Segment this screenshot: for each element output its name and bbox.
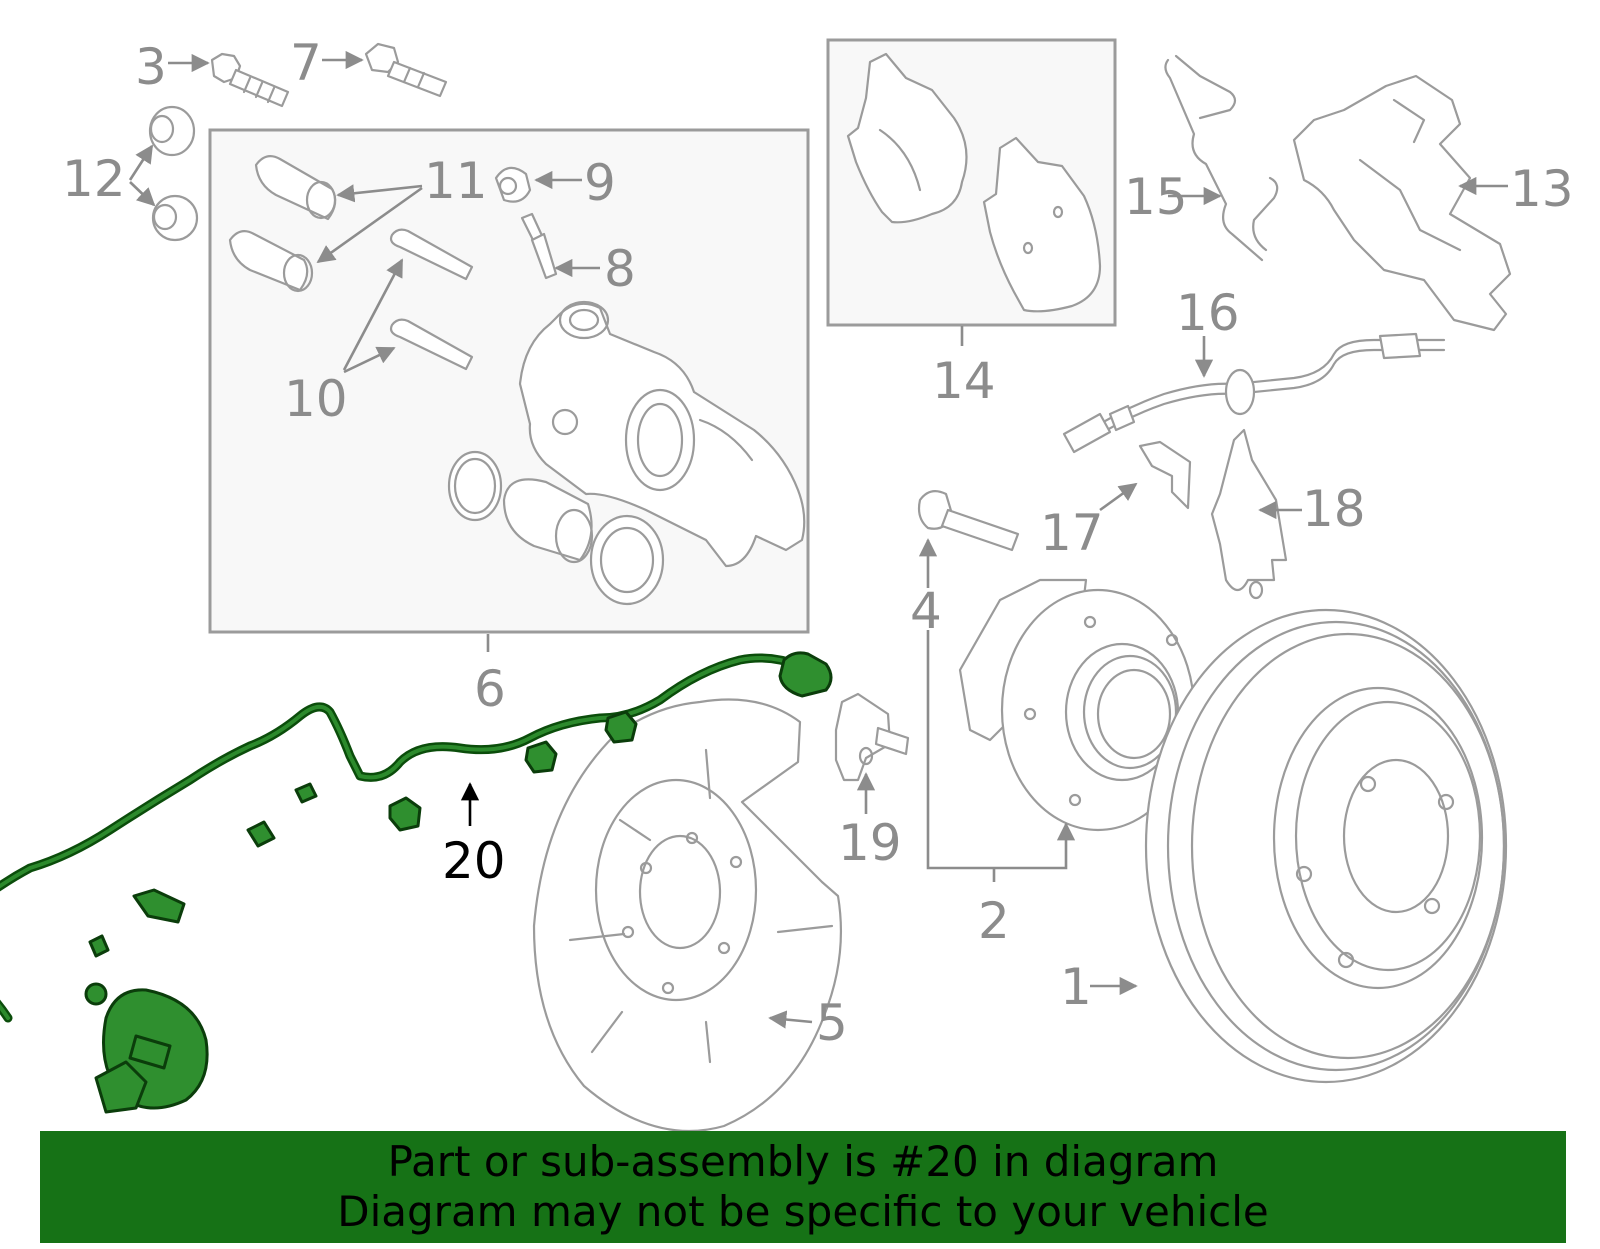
part-13-caliper-bracket	[1292, 74, 1512, 332]
callout-10: 10	[284, 370, 348, 428]
part-18-shield	[1210, 428, 1288, 600]
callout-6: 6	[474, 660, 506, 718]
part-9-cap	[494, 166, 532, 203]
part-17-bracket	[1138, 440, 1192, 510]
banner-part-line: Part or sub-assembly is #20 in diagram	[387, 1137, 1219, 1186]
callout-labels: 3 7 12 11 9 8 10 6 14 15 13 16 17 18 4 1…	[62, 34, 1574, 1052]
callout-1: 1	[1060, 958, 1092, 1016]
part-11-boots	[228, 154, 337, 293]
part-2-wheel-hub	[958, 578, 1196, 832]
callout-11: 11	[424, 152, 488, 210]
part-5-dust-shield	[532, 698, 842, 1133]
part-4-wheel-bolt	[917, 489, 1020, 552]
part-20-abs-harness[interactable]	[0, 651, 833, 1114]
callout-16: 16	[1176, 284, 1240, 342]
part-3-bolt	[210, 52, 290, 108]
callout-12: 12	[62, 150, 126, 208]
callout-17: 17	[1040, 504, 1104, 562]
caliper-piston-and-seals	[447, 450, 665, 606]
callout-13: 13	[1510, 160, 1574, 218]
callout-5: 5	[816, 994, 848, 1052]
callout-19: 19	[838, 814, 902, 872]
callout-2: 2	[978, 892, 1010, 950]
callout-8: 8	[604, 240, 636, 298]
part-8-bleeder	[520, 212, 558, 280]
part-14-brake-pads	[846, 52, 1102, 313]
caliper-housing	[518, 300, 806, 568]
info-banner: Part or sub-assembly is #20 in diagram D…	[40, 1131, 1566, 1243]
part-12-bushings	[148, 105, 199, 242]
part-7-bolt	[364, 42, 448, 98]
callout-7: 7	[290, 34, 322, 92]
callout-18: 18	[1302, 480, 1366, 538]
caliper-kit-box	[208, 128, 810, 634]
part-16-brake-hose	[1062, 332, 1446, 454]
callout-14: 14	[932, 352, 996, 410]
part-1-brake-rotor	[1144, 608, 1508, 1084]
callout-4: 4	[910, 582, 942, 640]
callout-9: 9	[584, 154, 616, 212]
part-10-guide-pins	[389, 228, 474, 371]
leader-lines	[128, 50, 1508, 1029]
banner-disclaimer-line: Diagram may not be specific to your vehi…	[337, 1187, 1269, 1236]
callout-20: 20	[442, 832, 506, 890]
callout-3: 3	[135, 38, 167, 96]
part-15-clip	[1164, 54, 1279, 262]
part-19-abs-sensor	[834, 692, 910, 782]
callout-15: 15	[1124, 168, 1188, 226]
